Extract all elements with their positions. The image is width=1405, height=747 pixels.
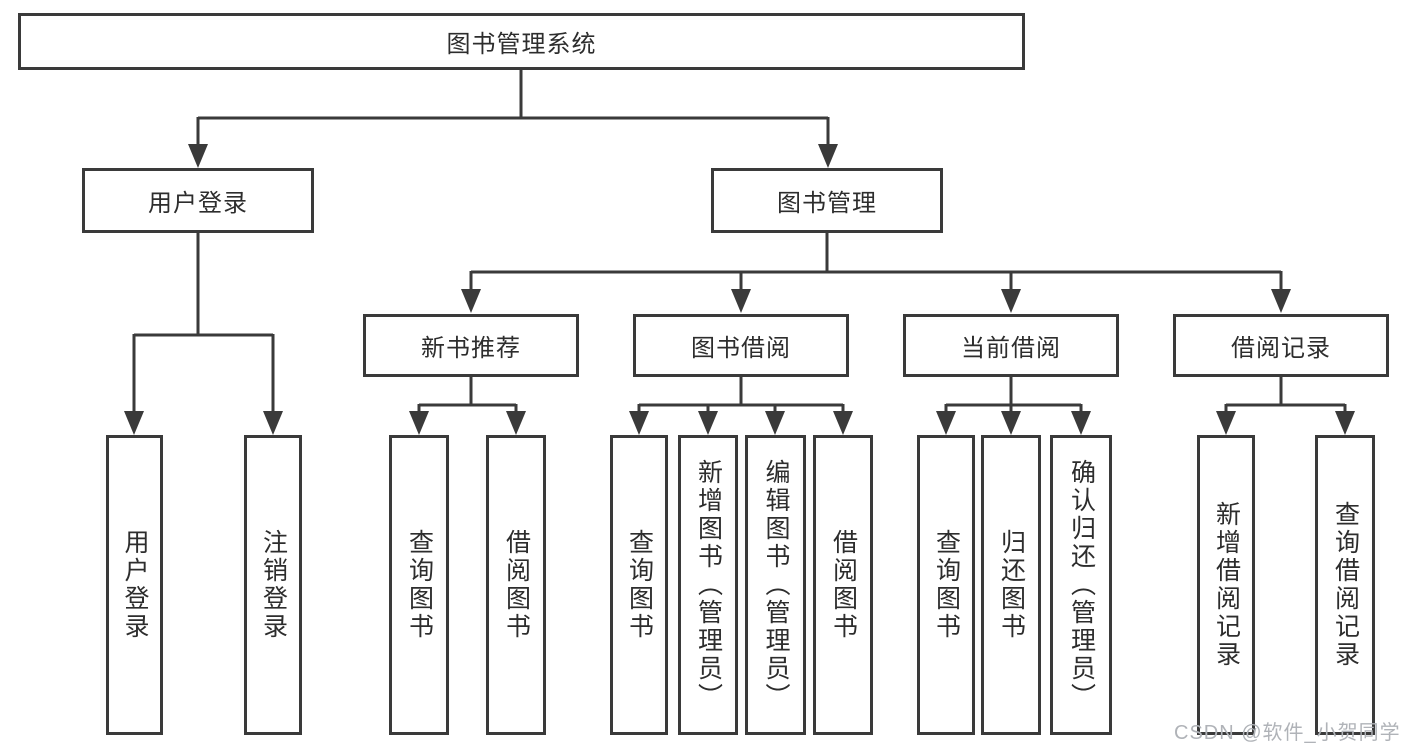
node-leaf-query-books-3: 查询图书 xyxy=(917,435,975,735)
csdn-watermark: CSDN @软件_小贺同学 xyxy=(1174,722,1401,744)
node-root-library-system: 图书管理系统 xyxy=(18,13,1025,70)
node-leaf-query-borrow-record: 查询借阅记录 xyxy=(1315,435,1375,735)
arrowheads xyxy=(124,144,1355,435)
node-leaf-borrow-books-2: 借阅图书 xyxy=(813,435,873,735)
node-leaf-edit-books-admin: 编辑图书（管理员） xyxy=(745,435,806,735)
node-leaf-query-books-2: 查询图书 xyxy=(610,435,668,735)
node-book-management: 图书管理 xyxy=(711,168,943,233)
node-leaf-borrow-books-1: 借阅图书 xyxy=(486,435,546,735)
node-leaf-logout: 注销登录 xyxy=(244,435,302,735)
node-user-login: 用户登录 xyxy=(82,168,314,233)
node-book-borrowing: 图书借阅 xyxy=(633,314,849,377)
node-leaf-query-books-1: 查询图书 xyxy=(389,435,449,735)
node-leaf-add-borrow-record: 新增借阅记录 xyxy=(1197,435,1255,735)
node-leaf-add-books-admin: 新增图书（管理员） xyxy=(678,435,738,735)
node-leaf-confirm-return-admin: 确认归还（管理员） xyxy=(1050,435,1112,735)
node-current-borrowing: 当前借阅 xyxy=(903,314,1119,377)
node-leaf-user-login: 用户登录 xyxy=(106,435,163,735)
node-borrowing-records: 借阅记录 xyxy=(1173,314,1389,377)
node-new-book-recommend: 新书推荐 xyxy=(363,314,579,377)
node-leaf-return-books: 归还图书 xyxy=(981,435,1041,735)
